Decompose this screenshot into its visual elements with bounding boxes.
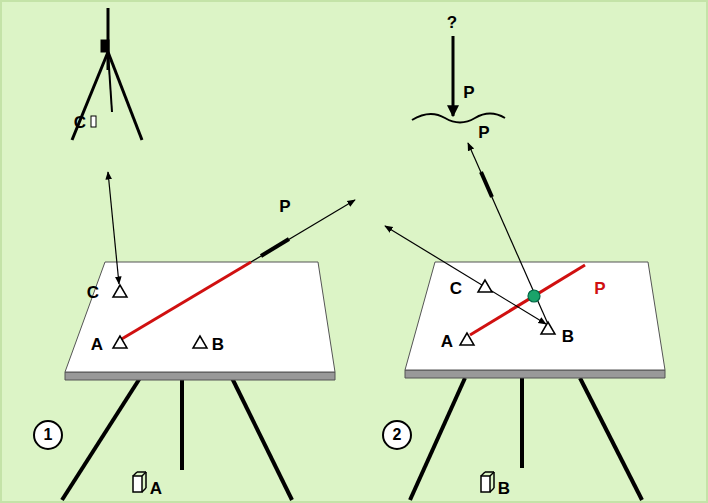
plane-table-2 — [385, 143, 665, 500]
point-label: A — [441, 333, 453, 350]
point-label: B — [498, 480, 510, 497]
point-label: A — [150, 480, 162, 497]
point-label: P — [594, 280, 605, 297]
step-number: 2 — [393, 427, 402, 443]
point-label: C — [450, 280, 462, 297]
plane-table-1 — [62, 172, 355, 500]
point-label: B — [212, 336, 224, 353]
unknown-point-marker — [412, 36, 505, 123]
point-label: A — [91, 336, 103, 353]
step-number: 1 — [44, 427, 53, 443]
step-number-circle: 2 — [382, 420, 412, 450]
point-label: ? — [447, 14, 457, 31]
signal-tripod — [72, 8, 142, 140]
step-number-circle: 1 — [33, 420, 63, 450]
point-label: B — [562, 328, 574, 345]
point-label: C — [74, 114, 86, 131]
point-label: C — [87, 284, 99, 301]
point-label: P — [478, 124, 489, 141]
point-label: P — [279, 198, 290, 215]
point-label: P — [463, 84, 474, 101]
